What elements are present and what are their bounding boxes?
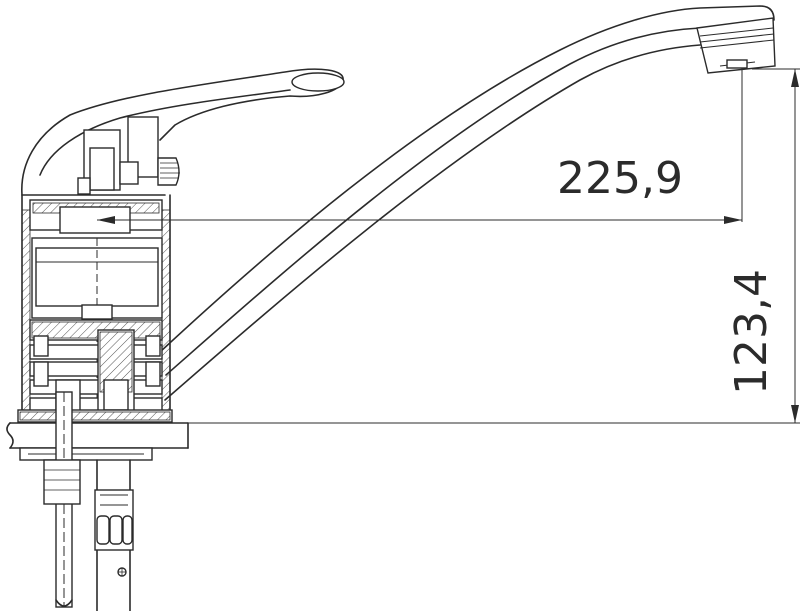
sink-deck [6, 422, 800, 449]
spout [159, 5, 775, 401]
mounting-hardware [19, 391, 153, 611]
horizontal-dimension [97, 68, 743, 224]
vertical-dimension-label: 123,4 [726, 269, 777, 395]
aerator [696, 17, 776, 74]
faucet-body [17, 194, 173, 423]
vertical-dimension [752, 68, 800, 423]
horizontal-dimension-label: 225,9 [557, 153, 683, 204]
cartridge-mechanism [77, 116, 180, 195]
lever-handle [21, 68, 345, 196]
